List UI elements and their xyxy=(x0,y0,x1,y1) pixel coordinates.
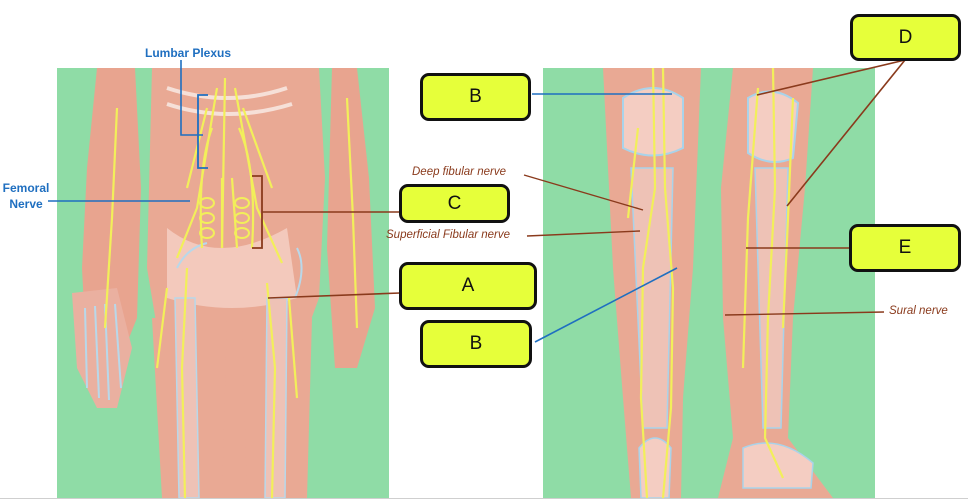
answer-box-e[interactable]: E xyxy=(849,224,961,272)
torso-model-photo xyxy=(57,68,389,498)
lumbar-plexus-label: Lumbar Plexus xyxy=(145,46,232,60)
femoral-nerve-line1: Femoral xyxy=(2,181,50,195)
deep-fibular-label: Deep fibular nerve xyxy=(412,166,506,178)
answer-box-a[interactable]: A xyxy=(399,262,537,310)
sural-label: Sural nerve xyxy=(889,305,948,317)
bottom-divider xyxy=(0,498,968,499)
leg-model-illustration xyxy=(543,68,875,498)
torso-model-illustration xyxy=(57,68,389,498)
leg-model-photo xyxy=(543,68,875,498)
answer-box-c[interactable]: C xyxy=(399,184,510,223)
answer-box-d[interactable]: D xyxy=(850,14,961,61)
answer-box-b-top[interactable]: B xyxy=(420,73,531,121)
answer-box-b-bottom[interactable]: B xyxy=(420,320,532,368)
femoral-nerve-line2: Nerve xyxy=(9,197,43,211)
femoral-nerve-label: Femoral Nerve xyxy=(2,180,50,212)
superficial-fibular-label: Superficial Fibular nerve xyxy=(386,229,511,241)
